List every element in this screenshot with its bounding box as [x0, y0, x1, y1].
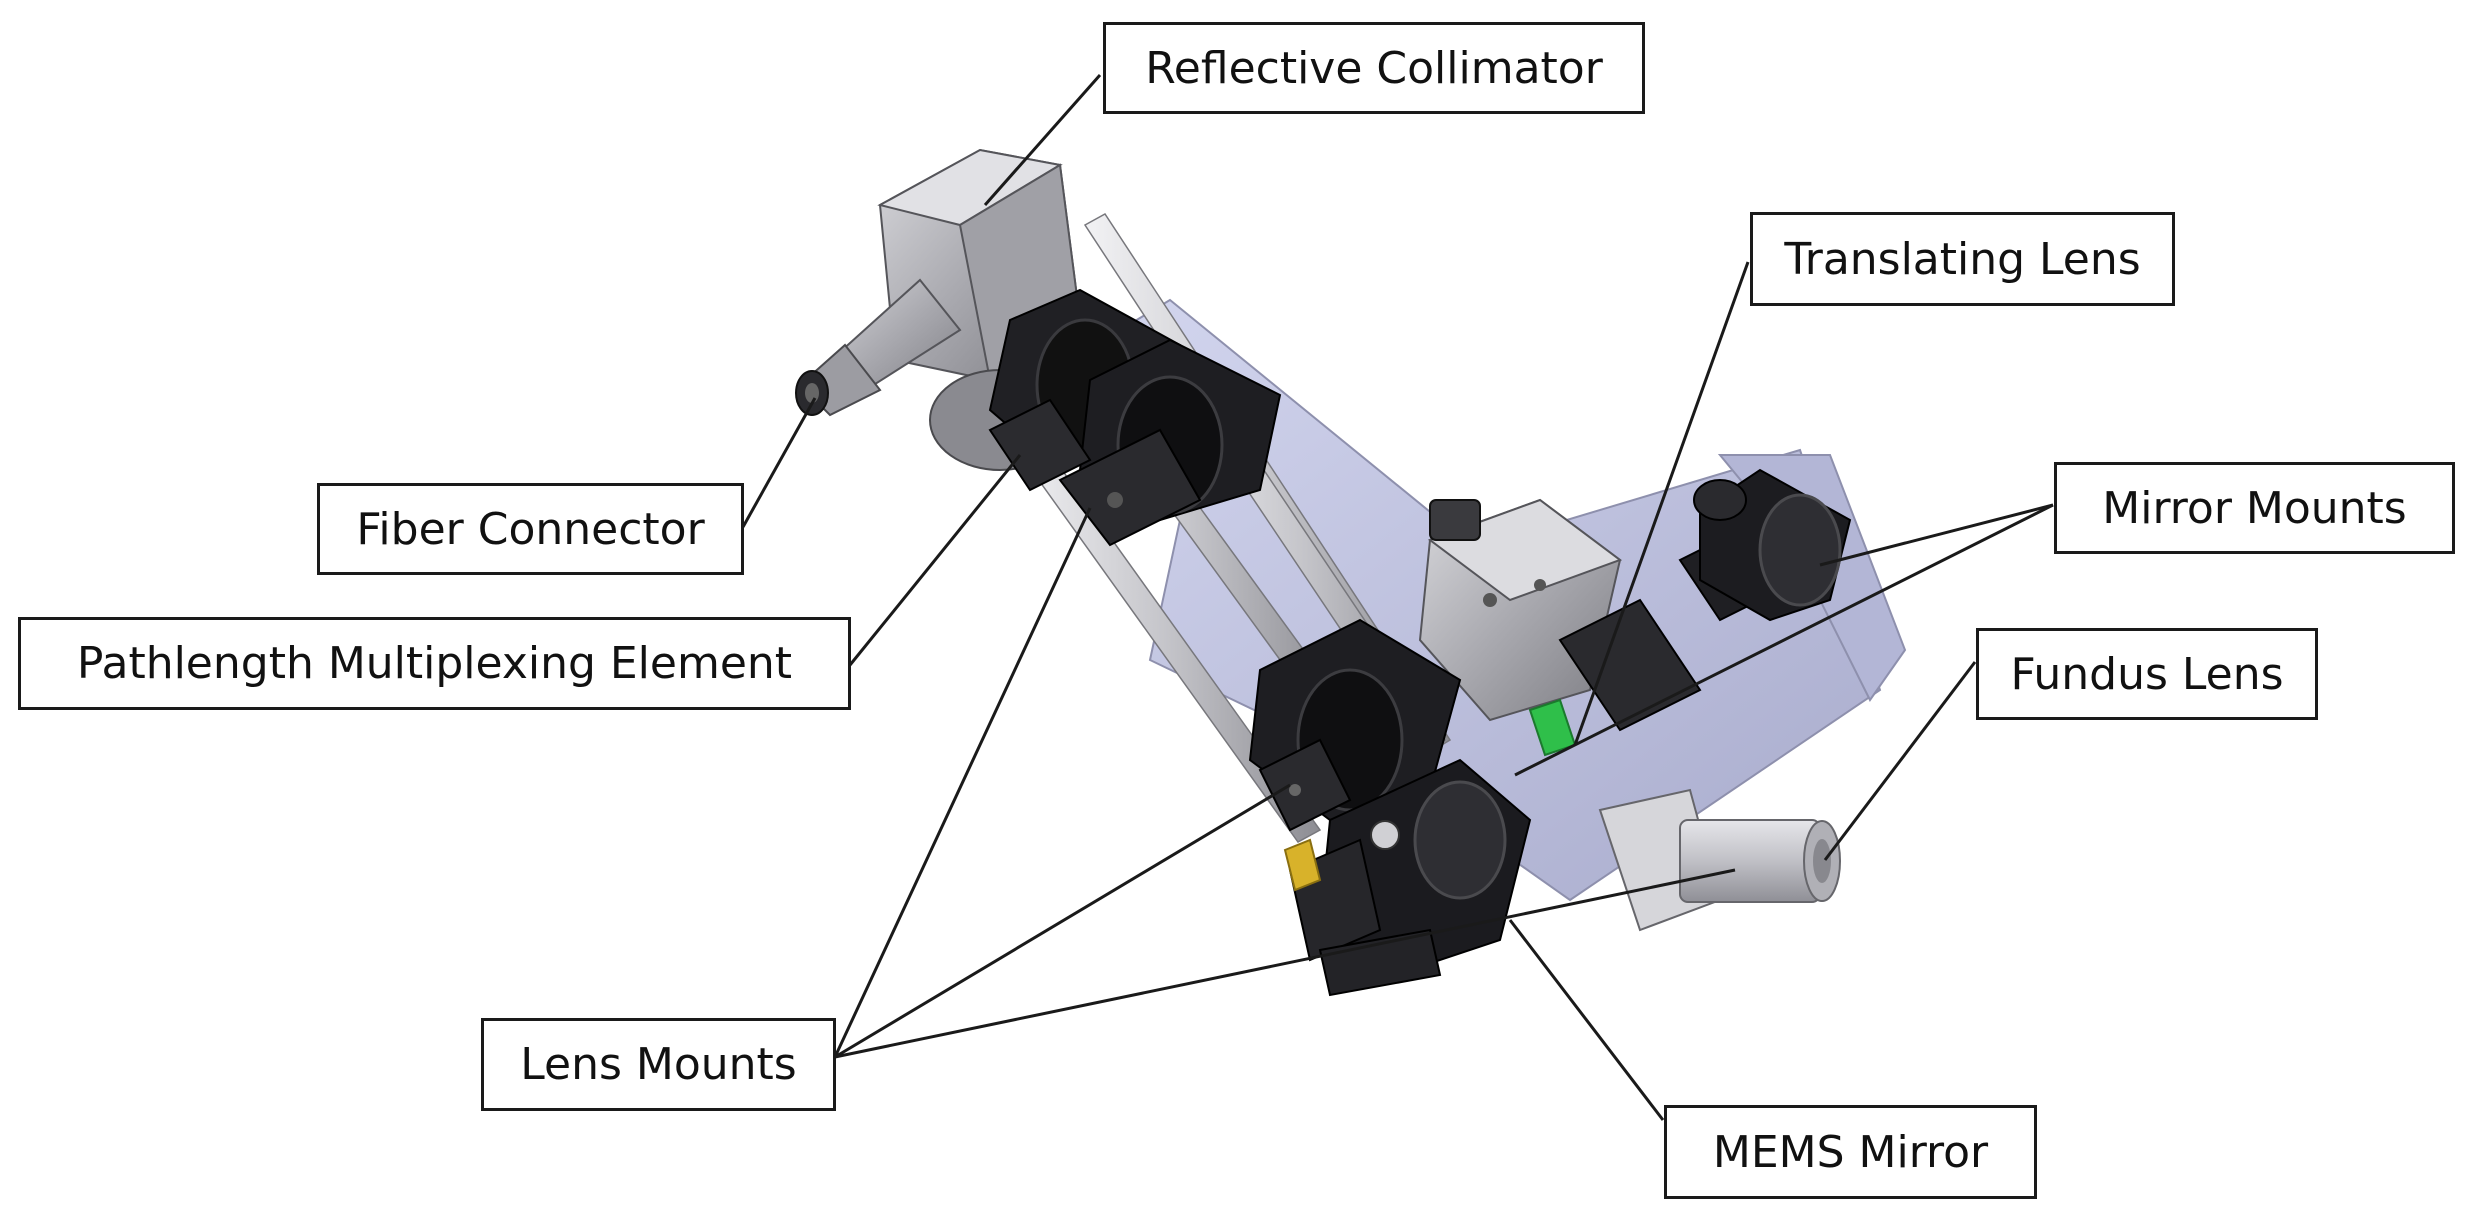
leader-lines: [741, 74, 2054, 1121]
leader-lens-mount-3: [834, 868, 1736, 1059]
label-pathlength-multiplexing-element: Pathlength Multiplexing Element: [18, 617, 851, 710]
label-lens-mounts: Lens Mounts: [481, 1018, 836, 1111]
leader-lens-mount-2: [834, 783, 1291, 1059]
fundus-lens-body: [1598, 788, 1841, 932]
label-fiber-connector: Fiber Connector: [317, 483, 744, 575]
label-mems-mirror: MEMS Mirror: [1664, 1105, 2037, 1199]
leader-lens-mount-1: [833, 507, 1092, 1058]
upper-mirror-mount: [1678, 468, 1852, 622]
leader-mems-mirror: [1508, 919, 1665, 1121]
label-fundus-lens: Fundus Lens: [1976, 628, 2318, 720]
leader-mirror-mount-2: [1514, 503, 2054, 777]
label-reflective-collimator: Reflective Collimator: [1103, 22, 1645, 114]
mems-mirror-assembly: [1283, 758, 1532, 997]
leader-mirror-mount-1: [1819, 503, 2054, 567]
pathlength-multiplexing-element: [988, 398, 1092, 492]
middle-lens-mounts: [1248, 618, 1462, 832]
label-translating-lens: Translating Lens: [1750, 212, 2175, 306]
leader-reflective-collimator: [983, 74, 1102, 206]
leader-translating-lens: [1573, 261, 1750, 746]
translating-lens-stage: [1418, 498, 1702, 757]
collimator-cage-mounts: [988, 288, 1282, 547]
leader-pathlength-multiplexing: [848, 454, 1022, 666]
label-mirror-mounts: Mirror Mounts: [2054, 462, 2455, 554]
leader-fundus-lens: [1823, 661, 1977, 861]
leader-fiber-connector: [741, 397, 817, 528]
fiber-connector-body: [795, 278, 962, 417]
